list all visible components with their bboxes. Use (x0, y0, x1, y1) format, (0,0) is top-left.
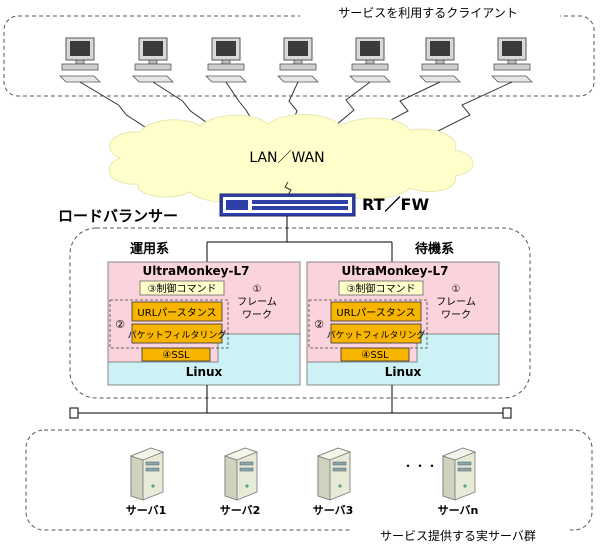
server-group-frame (25, 429, 593, 531)
router-label: RT／FW (362, 195, 429, 214)
desktop-computer-icon (277, 37, 319, 83)
node-role-label: 運用系 (130, 241, 169, 257)
packet-filter-label: パケットフィルタリング (128, 329, 227, 341)
module-group-marker: ② (115, 318, 125, 331)
client-cable (419, 81, 513, 141)
load-balancer-frame (69, 227, 531, 399)
desktop-computer-icon (419, 37, 461, 83)
ssl-module (340, 347, 410, 362)
client-group-label: サービスを利用するクライアント (338, 6, 518, 20)
client-computers (59, 37, 533, 83)
server-label: サーバ1 (126, 504, 167, 517)
desktop-computer-icon (59, 37, 101, 83)
server-label: サーバ3 (313, 504, 354, 517)
node-role-label: 待機系 (414, 241, 454, 257)
bus-terminator-right (502, 407, 512, 419)
load-balancer-label: ロードバランサー (58, 207, 178, 225)
server-tower-icon: サーバ3 (313, 447, 354, 517)
server-group-label: サービス提供する実サーバ群 (380, 528, 536, 543)
packet-filter-label: パケットフィルタリング (327, 329, 426, 341)
client-group-frame (3, 15, 595, 97)
desktop-computer-icon (349, 37, 391, 83)
desktop-computer-icon (491, 37, 533, 83)
bus-terminator-left (69, 407, 79, 419)
cloud-router-link (284, 181, 292, 196)
desktop-computer-icon (205, 37, 247, 83)
server-label: サーバn (438, 504, 479, 517)
server-tower-icon: サーバn (438, 447, 479, 517)
packet-filter-module (330, 323, 422, 344)
control-command-label: ③制御コマンド (148, 282, 217, 295)
packet-filter-module (131, 323, 223, 344)
module-group-marker: ② (314, 318, 324, 331)
control-command-box (139, 280, 225, 296)
cloud-icon (108, 114, 474, 203)
url-parser-label: URLパースタンス (336, 307, 415, 319)
url-parser-module (131, 301, 223, 322)
linux-label: Linux (186, 365, 223, 379)
node-title: UltraMonkey-L7 (342, 264, 449, 278)
linux-label: Linux (385, 365, 422, 379)
url-parser-label: URLパースタンス (137, 307, 216, 319)
url-parser-module (330, 301, 422, 322)
server-towers: サーバ1 サーバ2 サーバ3 サーバn (126, 447, 479, 517)
server-label: サーバ2 (220, 504, 261, 517)
control-command-label: ③制御コマンド (347, 282, 416, 295)
desktop-computer-icon (132, 37, 174, 83)
server-tower-icon: サーバ2 (220, 447, 261, 517)
router-firewall-icon (219, 193, 356, 217)
ssl-label: ④SSL (162, 350, 190, 361)
node-title: UltraMonkey-L7 (143, 264, 250, 278)
client-cable (329, 81, 371, 131)
server-tower-icon: サーバ1 (126, 447, 167, 517)
server-ellipsis: ・・・ (402, 459, 438, 473)
network-label: LAN／WAN (249, 150, 324, 166)
ssl-label: ④SSL (361, 350, 389, 361)
ssl-module (141, 347, 211, 362)
control-command-box (338, 280, 424, 296)
